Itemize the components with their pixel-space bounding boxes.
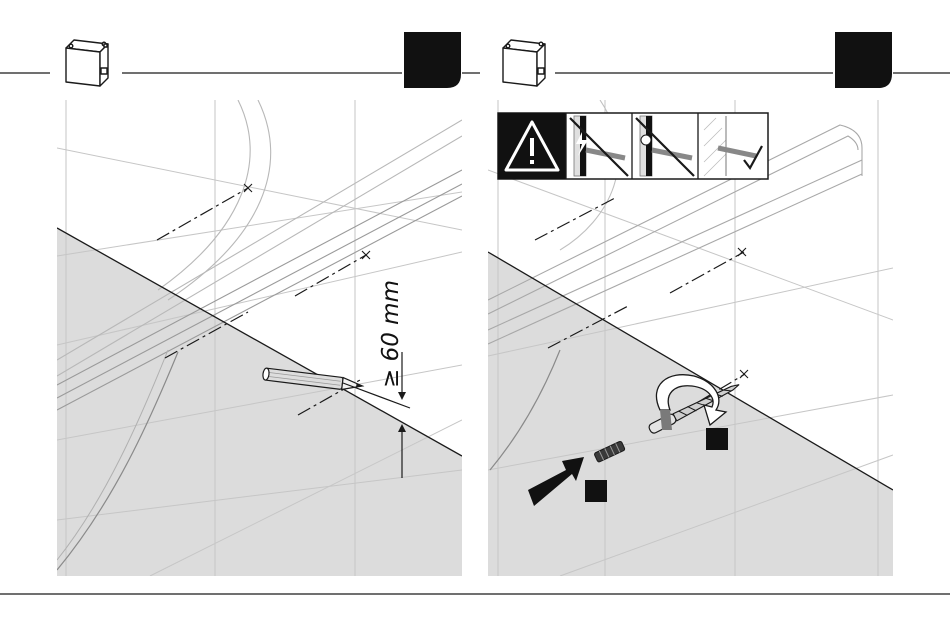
step-badge — [835, 32, 892, 88]
cross-marks — [738, 248, 748, 378]
floor-area — [488, 252, 893, 576]
sub-step-marker — [706, 428, 728, 450]
dimension-arrow-top — [398, 392, 406, 400]
step-badge — [404, 32, 461, 88]
warning-strip — [498, 113, 768, 179]
dimension-label: ≥ 60 mm — [378, 280, 404, 388]
junction-box-icon — [66, 40, 108, 86]
sub-step-marker — [585, 480, 607, 502]
junction-box-icon — [503, 40, 545, 86]
